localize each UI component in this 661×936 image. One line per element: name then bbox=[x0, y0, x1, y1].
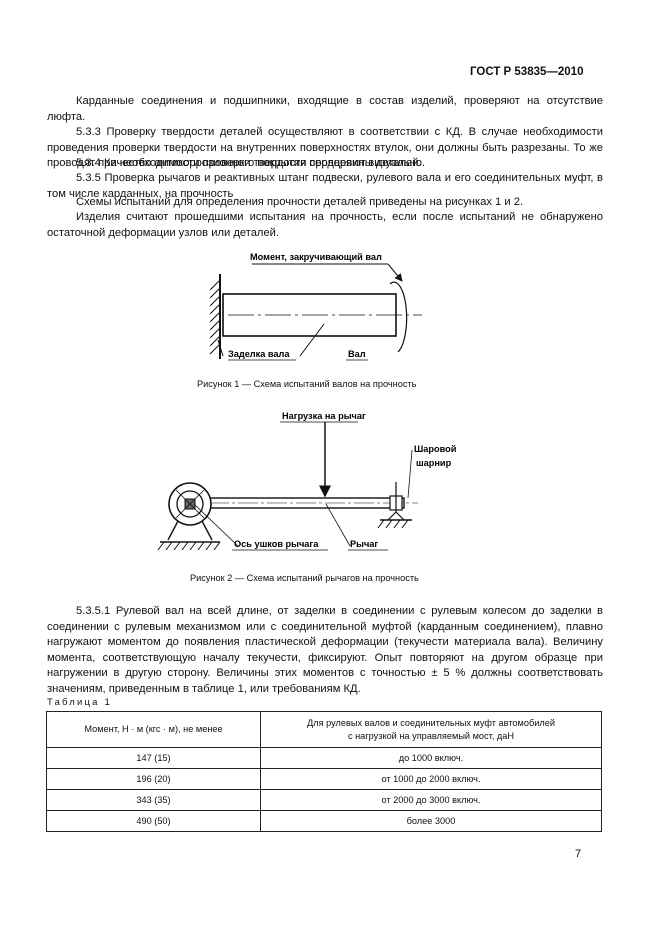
table-cell-moment: 147 (15) bbox=[46, 747, 261, 769]
page-number: 7 bbox=[575, 848, 582, 860]
table-cell-moment: 343 (35) bbox=[46, 789, 261, 811]
table-row: 147 (15) до 1000 включ. bbox=[46, 747, 602, 769]
figure-2-lever-scheme: Нагрузка на рычаг Шаровой шарнир Ось ушк… bbox=[157, 411, 457, 551]
paragraph-5-3-3: 5.3.3 Проверку твердости деталей осущест… bbox=[47, 126, 603, 169]
figure-2-joint-label-line2: шарнир bbox=[416, 458, 452, 468]
figure-1-caption: Рисунок 1 — Схема испытаний валов на про… bbox=[197, 379, 417, 389]
paragraph-bearings: Карданные соединения и подшипники, входя… bbox=[47, 95, 603, 123]
table-cell-load: от 1000 до 2000 включ. bbox=[260, 768, 602, 790]
paragraph-5-3-5: 5.3.5 Проверка рычагов и реактивных штан… bbox=[47, 172, 603, 200]
table-caption: Таблица 1 bbox=[47, 697, 112, 708]
table-1: Момент, Н · м (кгс · м), не менее Для ру… bbox=[46, 711, 602, 832]
table-header-load: Для рулевых валов и соединительных муфт … bbox=[260, 711, 602, 748]
figure-2-caption: Рисунок 2 — Схема испытаний рычагов на п… bbox=[190, 573, 419, 583]
table-header-load-line2: с нагрузкой на управляемый мост, даН bbox=[347, 730, 515, 741]
table-cell-load: до 1000 включ. bbox=[260, 747, 602, 769]
figure-1-fixing-label: Заделка вала bbox=[228, 349, 290, 359]
figure-2-joint-label-line1: Шаровой bbox=[414, 444, 457, 454]
table-header-moment: Момент, Н · м (кгс · м), не менее bbox=[46, 711, 261, 748]
figure-2-load-label: Нагрузка на рычаг bbox=[282, 411, 366, 421]
table-header-row: Момент, Н · м (кгс · м), не менее Для ру… bbox=[46, 711, 602, 748]
figure-1-shaft-label: Вал bbox=[348, 349, 366, 359]
table-row: 490 (50) более 3000 bbox=[46, 810, 602, 832]
table-cell-load: более 3000 bbox=[260, 810, 602, 832]
figure-1-moment-label: Момент, закручивающий вал bbox=[250, 252, 382, 262]
document-id: ГОСТ Р 53835—2010 bbox=[470, 66, 584, 78]
paragraph-5-3-5-1: 5.3.5.1 Рулевой вал на всей длине, от за… bbox=[47, 605, 603, 695]
figure-2-lever-label: Рычаг bbox=[350, 539, 378, 549]
paragraph-criteria: Изделия считают прошедшими испытания на … bbox=[47, 211, 603, 239]
figure-1-shaft-scheme: Момент, закручивающий вал Заделка вала В… bbox=[209, 252, 422, 361]
table-cell-load: от 2000 до 3000 включ. bbox=[260, 789, 602, 811]
table-row: 196 (20) от 1000 до 2000 включ. bbox=[46, 768, 602, 790]
paragraph-schemes: Схемы испытаний для определения прочност… bbox=[76, 196, 524, 208]
table-cell-moment: 490 (50) bbox=[46, 810, 261, 832]
table-header-load-line1: Для рулевых валов и соединительных муфт … bbox=[307, 717, 555, 728]
table-row: 343 (35) от 2000 до 3000 включ. bbox=[46, 789, 602, 811]
table-cell-moment: 196 (20) bbox=[46, 768, 261, 790]
paragraph-5-3-4: 5.3.4 Качество антикоррозионного покрыти… bbox=[76, 157, 426, 169]
figure-2-axis-label: Ось ушков рычага bbox=[234, 539, 319, 549]
